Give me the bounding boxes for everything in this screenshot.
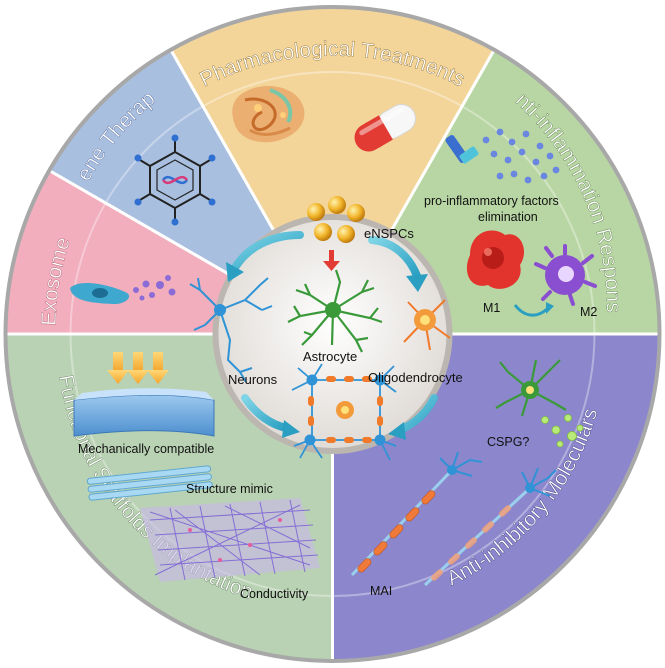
neural-network-icon (291, 363, 397, 461)
m1-to-m2-arrow-icon (513, 302, 554, 317)
cspg-molecule-dots (541, 414, 584, 448)
pressure-arrows-icon (107, 352, 169, 384)
fiber-bundle-icon (86, 465, 213, 501)
exosome-vesicle-dots (133, 275, 176, 301)
arrow-to-oligodendrocyte-icon (368, 236, 428, 292)
arrow-to-neurons-icon (226, 231, 304, 282)
label-mai: MAI (370, 584, 393, 598)
label-oligodendrocyte: Oligodendrocyte (368, 370, 463, 385)
conductive-scaffold-mesh-icon (140, 498, 320, 582)
hexagon-node-dots (134, 134, 216, 226)
inflammatory-factor-dots (482, 128, 560, 184)
neuron-soma (214, 304, 226, 316)
label-neurons: Neurons (228, 372, 278, 387)
m1-macrophage-icon (466, 230, 525, 289)
reactive-astrocyte-icon (495, 359, 567, 417)
label-structure-mimic: Structure mimic (186, 482, 273, 496)
label-cspg: CSPG? (487, 435, 530, 449)
label-conductivity: Conductivity (240, 587, 309, 601)
down-arrow-red-icon (323, 250, 340, 271)
enspc-cells-icon (307, 196, 365, 243)
oligodendrocyte-cell-icon (403, 299, 451, 351)
brush-icon (445, 135, 479, 164)
label-m1: M1 (483, 301, 501, 315)
m2-macrophage-icon (534, 244, 597, 306)
arrow-neurons-to-network-icon (241, 394, 300, 438)
label-ring-divider (69, 71, 596, 597)
label-pro-inflammatory-factors: pro-inflammatory factors (424, 194, 559, 208)
myelinated-axon-2-icon (423, 467, 557, 587)
wheel-border (3, 5, 662, 663)
astrocyte-soma (325, 302, 341, 318)
myelinated-axon-1-icon (350, 451, 483, 577)
astrocyte-cell-icon (287, 269, 383, 353)
neuron-cell-icon (189, 277, 273, 383)
compatible-block-icon (73, 388, 215, 437)
exosome-cell-icon (70, 283, 130, 305)
arrow-oligo-to-network-icon (388, 394, 438, 440)
label-astrocyte: Astrocyte (303, 349, 358, 364)
label-m2: M2 (580, 305, 598, 319)
protein-structure-icon (232, 85, 305, 143)
capsule-pill-icon (354, 104, 416, 152)
label-mechanically-compatible: Mechanically compatible (78, 442, 215, 456)
label-elimination: elimination (478, 210, 538, 224)
dna-hexagon-icon (139, 140, 211, 220)
label-enspcs: eNSPCs (364, 226, 414, 241)
